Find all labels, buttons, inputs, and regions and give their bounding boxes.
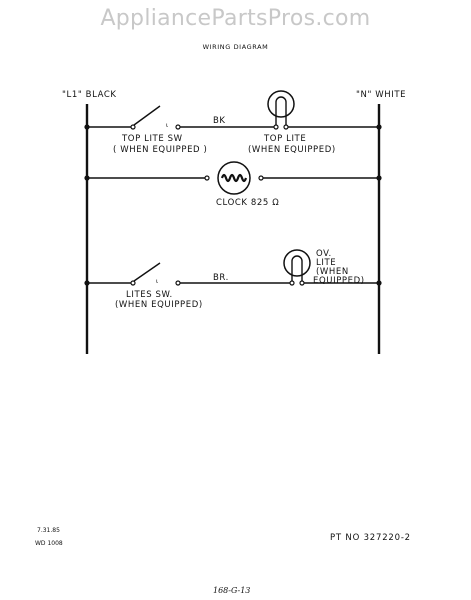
top-lite-lamp-label: TOP LITE xyxy=(263,134,306,144)
top-lite-lamp xyxy=(267,90,295,130)
oven-lite-wire-color: BR. xyxy=(213,273,229,283)
drawing-number: WD 1008 xyxy=(35,540,63,547)
n-rail-label: "N" WHITE xyxy=(356,90,406,100)
top-lite-lamp-note: (WHEN EQUIPPED) xyxy=(248,145,336,155)
watermark: AppliancePartsPros.com xyxy=(100,6,371,31)
diagram-title: WIRING DIAGRAM xyxy=(202,43,269,51)
lites-switch xyxy=(133,262,161,282)
top-lite-switch xyxy=(133,105,161,126)
clock-circuit: CLOCK 825 Ω xyxy=(84,161,382,208)
top-lite-switch-label: TOP LITE SW xyxy=(121,134,183,144)
lites-switch-note: (WHEN EQUIPPED) xyxy=(115,300,203,310)
top-lite-circuit: ɩ BK TOP LITE SW ( WHEN EQUIPPED ) TOP L… xyxy=(84,90,382,155)
oven-lite-label-line-2: LITE xyxy=(316,258,336,268)
handwritten-note: 168-G-13 xyxy=(213,586,250,595)
drawing-date: 7.31.85 xyxy=(37,527,60,534)
clock-motor xyxy=(217,161,251,195)
top-lite-switch-note: ( WHEN EQUIPPED ) xyxy=(113,145,207,155)
l1-rail-label: "L1" BLACK xyxy=(62,90,117,100)
svg-text:ɩ: ɩ xyxy=(156,278,158,285)
oven-lite-circuit: ɩ BR. LITES SW. (WHEN EQUIPPED) OV. LITE… xyxy=(84,249,382,310)
oven-lite-label-line-3: (WHEN xyxy=(316,267,349,277)
top-lite-wire-color: BK xyxy=(213,116,226,126)
lites-switch-label: LITES SW. xyxy=(126,290,173,300)
oven-lite-lamp xyxy=(283,249,311,286)
svg-text:ɩ: ɩ xyxy=(166,122,168,129)
part-number: PT NO 327220-2 xyxy=(330,533,411,543)
clock-label: CLOCK 825 Ω xyxy=(216,198,279,208)
oven-lite-label-line-4: EQUIPPED) xyxy=(313,276,365,286)
oven-lite-label-line-1: OV. xyxy=(316,249,332,259)
